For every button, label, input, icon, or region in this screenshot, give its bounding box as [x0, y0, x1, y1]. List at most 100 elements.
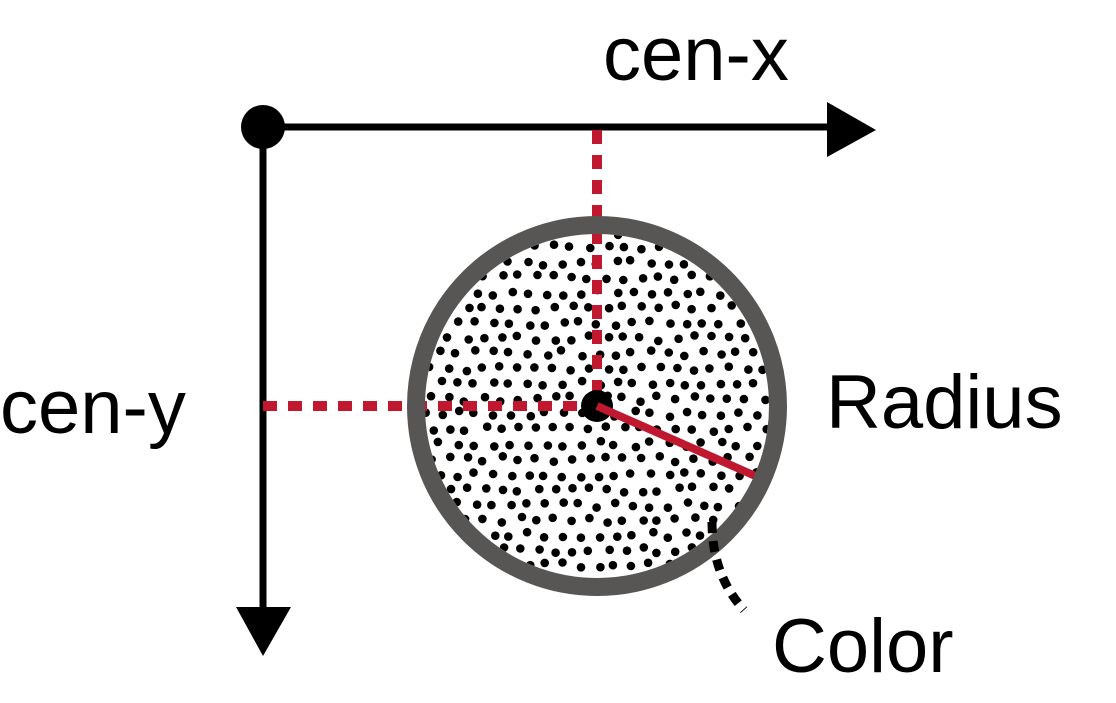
color-pointer	[707, 521, 748, 614]
dot	[625, 347, 635, 357]
dot	[639, 516, 648, 525]
dot	[724, 424, 733, 434]
dot	[577, 376, 587, 386]
dot	[602, 484, 611, 494]
dot	[761, 395, 769, 405]
dot	[671, 300, 680, 310]
dot	[644, 437, 654, 446]
dot	[618, 332, 627, 341]
dot	[601, 452, 610, 462]
x-axis-arrowhead	[827, 102, 876, 157]
dot	[687, 270, 696, 280]
dot	[745, 452, 754, 462]
dot	[513, 304, 522, 314]
dot	[446, 425, 455, 434]
dot	[682, 319, 692, 329]
dot	[549, 270, 558, 280]
dot	[513, 455, 522, 465]
dot	[655, 452, 665, 461]
dot	[731, 441, 740, 451]
dot	[709, 482, 718, 492]
dot	[532, 515, 541, 525]
dot	[734, 408, 743, 417]
dot	[482, 484, 491, 493]
dot	[573, 316, 583, 326]
dot	[446, 452, 455, 462]
dot	[450, 348, 460, 358]
dot	[652, 516, 661, 525]
dot	[736, 319, 746, 328]
dot	[683, 498, 693, 507]
dot	[664, 260, 674, 269]
dot	[614, 288, 623, 298]
dot	[608, 560, 618, 570]
dot	[718, 437, 727, 447]
dot	[577, 473, 586, 482]
dot	[477, 456, 487, 466]
dot	[480, 392, 490, 402]
dot	[666, 319, 675, 328]
dot	[469, 441, 479, 451]
radius-label: Radius	[826, 360, 1063, 445]
dot	[577, 290, 586, 299]
dot	[707, 303, 716, 313]
dot	[583, 424, 593, 434]
dot	[487, 500, 496, 510]
dot	[568, 483, 577, 493]
dot	[653, 272, 663, 281]
dot	[477, 302, 486, 312]
dot	[740, 333, 750, 343]
radius-line	[595, 402, 771, 486]
dot	[482, 422, 492, 432]
dot	[596, 436, 606, 446]
dot	[471, 346, 480, 355]
dot	[707, 331, 716, 341]
dot	[613, 256, 623, 266]
dot	[584, 303, 593, 312]
dot	[538, 261, 548, 270]
dot	[584, 483, 594, 493]
dot	[566, 366, 575, 375]
dot	[629, 287, 639, 297]
dot	[652, 487, 661, 496]
dot	[716, 291, 725, 300]
dot	[753, 441, 762, 451]
dot	[610, 498, 620, 508]
axes	[236, 102, 876, 656]
dot	[602, 274, 611, 284]
dot	[576, 563, 586, 572]
dot	[499, 271, 508, 280]
dot	[758, 365, 767, 375]
dot	[453, 317, 463, 326]
dot	[724, 484, 734, 493]
dot	[498, 452, 508, 461]
dot	[497, 518, 507, 527]
dot	[665, 378, 675, 388]
dot	[706, 394, 715, 403]
dot	[583, 546, 593, 556]
dot	[540, 499, 549, 508]
dot	[646, 346, 656, 355]
dot	[470, 317, 479, 326]
dot	[531, 305, 540, 315]
circle-outline	[407, 216, 787, 596]
dot	[605, 545, 614, 555]
dot	[535, 545, 544, 554]
dot	[462, 366, 472, 376]
dot	[584, 331, 594, 340]
dot	[647, 259, 656, 268]
dot	[495, 304, 505, 314]
dot	[551, 484, 561, 494]
dot	[567, 455, 577, 464]
dot	[671, 424, 680, 434]
dot	[547, 363, 557, 373]
dot	[533, 270, 542, 280]
dot	[591, 320, 601, 329]
dot	[512, 487, 522, 496]
dot	[473, 289, 483, 299]
dot	[540, 558, 549, 568]
dot	[595, 533, 605, 542]
dot	[604, 365, 614, 374]
dot	[573, 498, 582, 508]
dot	[594, 472, 604, 482]
